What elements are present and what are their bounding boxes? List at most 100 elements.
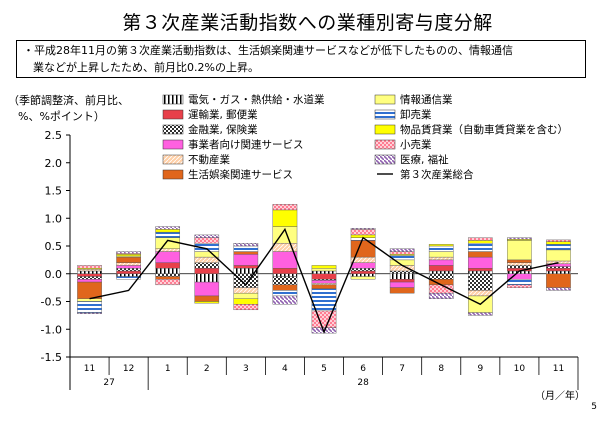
bar-segment-electric	[77, 270, 102, 274]
bar-segment-transport	[350, 270, 376, 274]
bar-segment-realestate	[311, 282, 337, 286]
bar-segment-goods_rental	[311, 265, 337, 269]
bar-segment-info	[507, 240, 532, 261]
bar-segment-retail	[233, 304, 259, 311]
bar-segment-wholesale	[546, 244, 571, 251]
page-title: 第３次産業活動指数への業種別寄与度分解	[122, 12, 493, 34]
y-tick-label: -0.5	[41, 296, 62, 309]
bar-segment-electric	[389, 273, 415, 280]
bar-segment-finance	[467, 273, 493, 291]
bar-segment-wholesale	[77, 301, 102, 313]
bar-segment-info	[546, 249, 571, 262]
bar-segment-business	[428, 259, 454, 266]
bar-segment-business	[77, 279, 102, 283]
bar-segment-business	[311, 280, 337, 284]
legend-swatch-info	[374, 94, 396, 105]
bar-segment-realestate	[507, 262, 532, 266]
bar-segment-medical	[155, 226, 181, 230]
bar-segment-medical	[507, 237, 532, 240]
y-tick-label: 1.0	[45, 212, 63, 225]
bar-segment-goods_rental	[116, 254, 141, 257]
bar-segment-retail	[311, 310, 337, 328]
legend-label-realestate: 不動産業	[188, 153, 230, 166]
bar-segment-entertainment	[116, 256, 141, 263]
bar-segment-medical	[350, 228, 376, 230]
legend-swatch-wholesale	[374, 109, 396, 120]
bar-segment-retail	[272, 204, 298, 211]
unit-label-line2: %、%ポイント）	[18, 110, 105, 123]
x-tick-label: 11	[553, 364, 564, 374]
bar-segment-wholesale	[311, 288, 337, 312]
bar-segment-finance	[507, 265, 532, 269]
bar-segment-medical	[546, 287, 571, 291]
x-tick-label: 5	[321, 364, 327, 374]
bar-segment-goods_rental	[194, 301, 220, 304]
bar-segment-retail	[350, 229, 376, 236]
bar-segment-electric	[272, 273, 298, 277]
bar-segment-realestate	[77, 269, 102, 272]
y-tick-label: 2.5	[45, 129, 63, 142]
bar-segment-medical	[233, 243, 259, 247]
bar-segment-transport	[467, 268, 493, 272]
x-tick-label: 1	[165, 364, 171, 374]
legend-swatch-finance	[162, 124, 184, 135]
bar-segment-transport	[116, 270, 141, 274]
legend-label-finance: 金融業, 保険業	[188, 123, 258, 136]
x-tick-label: 9	[477, 364, 483, 374]
legend-label-line: 第３次産業総合	[400, 168, 474, 181]
bar-segment-info	[77, 298, 102, 302]
bar-segment-medical	[428, 292, 454, 299]
bar-segment-wholesale	[507, 279, 532, 286]
bar-segment-retail	[155, 279, 181, 286]
year-label: 28	[357, 378, 369, 388]
bar-segment-realestate	[194, 256, 220, 263]
bar-segment-wholesale	[272, 290, 298, 297]
bar-segment-business	[389, 281, 415, 288]
bar-segment-finance	[389, 270, 415, 274]
bar-segment-retail	[546, 239, 571, 242]
legend-swatch-transport	[162, 109, 184, 120]
legend-label-transport: 運輸業, 郵便業	[188, 108, 258, 121]
x-axis-unit: （月／年）	[535, 391, 585, 402]
bar-segment-wholesale	[155, 231, 181, 238]
bar-segment-info	[233, 292, 259, 299]
bar-segment-electric	[428, 270, 454, 274]
bar-segment-finance	[546, 266, 571, 269]
x-tick-label: 11	[84, 364, 95, 374]
y-tick-label: 1.5	[45, 185, 63, 198]
legend-label-goods_rental: 物品賃貸業（自動車賃貸業を含む）	[400, 123, 568, 136]
bar-segment-medical	[272, 295, 298, 305]
bar-segment-transport	[546, 268, 571, 272]
bar-segment-transport	[194, 268, 220, 274]
year-label: 27	[103, 378, 114, 388]
legend-swatch-business	[162, 139, 184, 150]
unit-label-line1: （季節調整済、前月比、	[8, 94, 129, 107]
bar-segment-medical	[77, 312, 102, 314]
bar-segment-info	[155, 237, 181, 249]
bar-segment-entertainment	[546, 273, 571, 288]
bar-segment-finance	[77, 276, 102, 280]
bar-segment-electric	[467, 270, 493, 274]
bar-segment-medical	[467, 312, 493, 316]
bar-segment-electric	[155, 268, 181, 274]
bar-segment-entertainment	[155, 276, 181, 280]
summary-note: ・平成28年11月の第３次産業活動指数は、生活娯楽関連サービスなどが低下したもの…	[16, 40, 586, 78]
bar-segment-transport	[272, 268, 298, 274]
bar-segment-entertainment	[233, 251, 259, 255]
bar-segment-finance	[194, 262, 220, 269]
legend-swatch-goods_rental	[374, 124, 396, 135]
y-tick-label: 0.0	[45, 268, 63, 281]
unit-label: （季節調整済、前月比、 %、%ポイント）	[8, 93, 129, 125]
legend-label-entertainment: 生活娯楽関連サービス	[188, 168, 293, 181]
bar-segment-finance	[272, 276, 298, 286]
bar-segment-goods_rental	[155, 229, 181, 233]
bar-segment-wholesale	[428, 245, 454, 252]
legend-swatch-entertainment	[162, 169, 184, 180]
bar-segment-business	[116, 265, 141, 269]
bar-segment-wholesale	[116, 276, 141, 280]
bar-segment-wholesale	[233, 245, 259, 252]
bar-segment-retail	[467, 237, 493, 241]
bar-segment-finance	[116, 268, 141, 272]
y-tick-label: -1.0	[41, 323, 62, 336]
